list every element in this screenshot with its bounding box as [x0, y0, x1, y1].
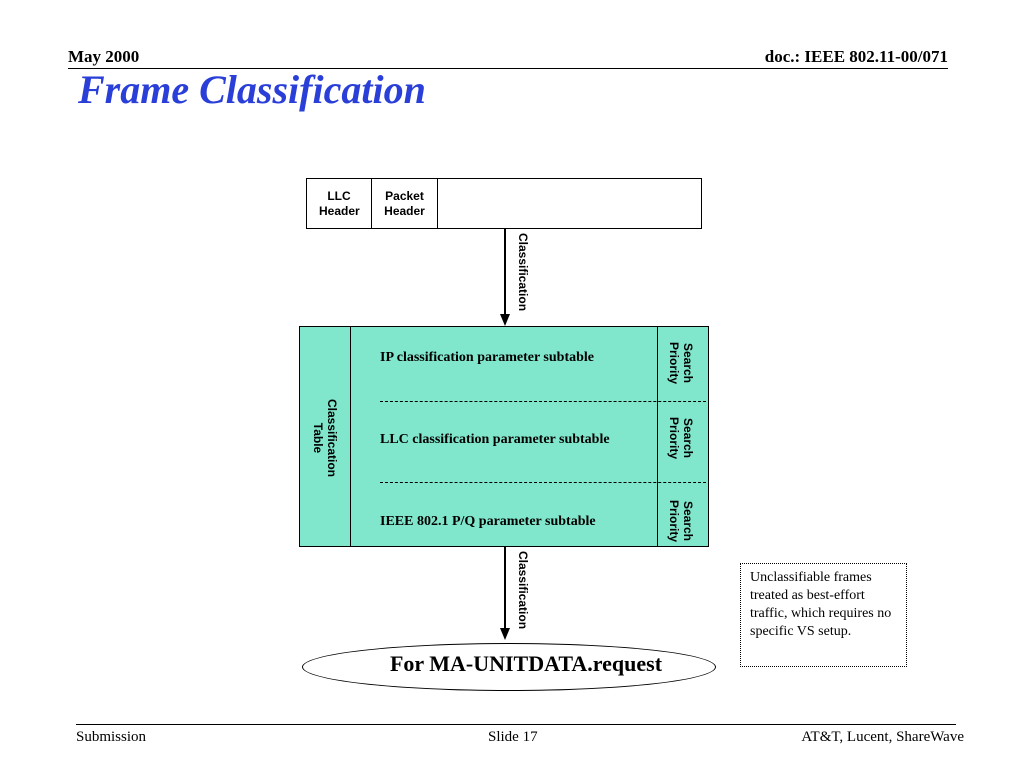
- bottom-arrow-shaft: [504, 547, 506, 629]
- target-ellipse: [302, 643, 716, 691]
- llc-header-label: LLC Header: [319, 188, 360, 218]
- packet-diagram: LLC Header Packet Header: [306, 178, 702, 229]
- footer-divider: [76, 724, 956, 725]
- target-label: For MA-UNITDATA.request: [389, 651, 663, 676]
- classification-table-label-column: Classification Table: [300, 327, 351, 546]
- subtable-divider-2: [380, 482, 706, 483]
- header-doc-id: doc.: IEEE 802.11-00/071: [764, 47, 948, 66]
- classification-table: Classification Table IP classification p…: [299, 326, 709, 547]
- ieee-8021pq-subtable: IEEE 802.1 P/Q parameter subtable: [380, 514, 596, 529]
- footer-authors: AT&T, Lucent, ShareWave: [801, 729, 964, 745]
- search-priority-label-1: Search Priority: [667, 341, 695, 384]
- unclassifiable-note: Unclassifiable frames treated as best-ef…: [740, 563, 907, 667]
- footer-slide-number: Slide 17: [488, 729, 538, 745]
- search-priority-label-2: Search Priority: [667, 416, 695, 459]
- bottom-arrow-head: [500, 628, 510, 640]
- payload-cell: [438, 179, 701, 228]
- search-priority-column: Search Priority Search Priority Search P…: [657, 327, 708, 546]
- footer-submission: Submission: [76, 729, 147, 745]
- packet-header-cell: Packet Header: [372, 179, 438, 228]
- packet-header-label: Packet Header: [384, 188, 425, 218]
- classification-table-label: Classification Table: [311, 398, 339, 478]
- top-arrow-shaft: [504, 229, 506, 315]
- top-arrow-label: Classification: [516, 233, 530, 312]
- llc-subtable: LLC classification parameter subtable: [380, 432, 610, 447]
- search-priority-label-3: Search Priority: [667, 499, 695, 542]
- slide-title: Frame Classification: [78, 67, 426, 112]
- header-date: May 2000: [68, 47, 140, 66]
- top-arrow-head: [500, 314, 510, 326]
- llc-header-cell: LLC Header: [307, 179, 372, 228]
- header-divider: [68, 68, 948, 69]
- ip-subtable: IP classification parameter subtable: [380, 350, 595, 365]
- bottom-arrow-label: Classification: [516, 551, 530, 630]
- subtable-divider-1: [380, 401, 706, 402]
